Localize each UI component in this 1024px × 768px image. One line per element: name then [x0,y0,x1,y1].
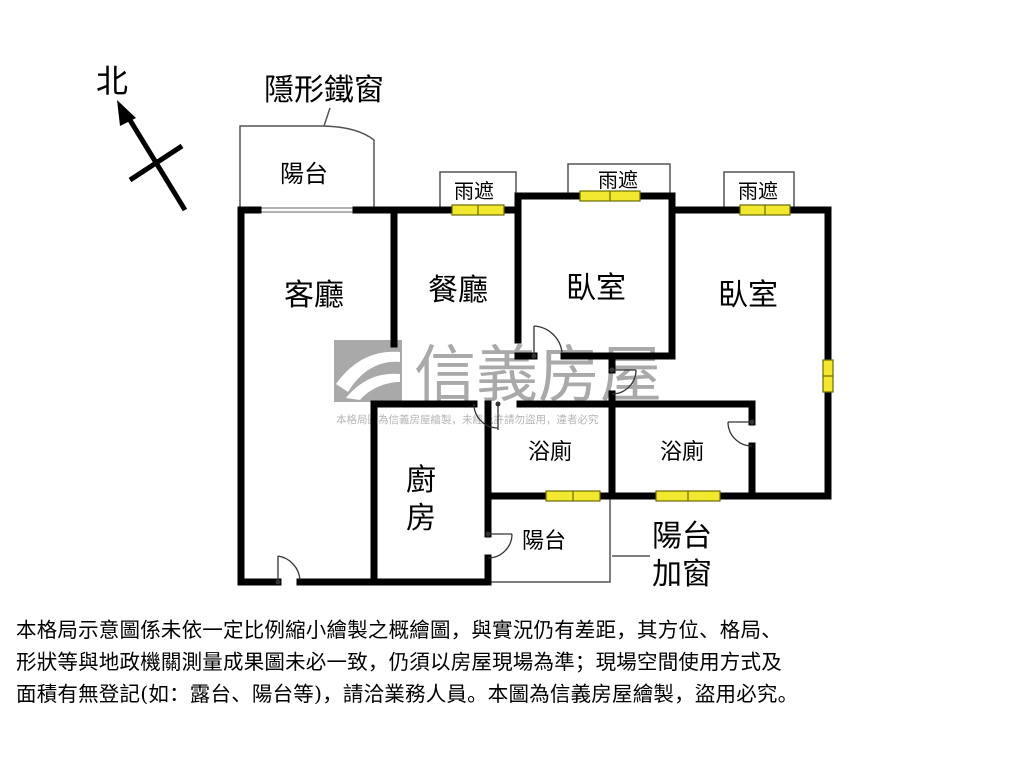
watermark-notice: 本格局圖為信義房屋繪製，未經允許請勿盜用，違者必究 [336,413,599,426]
label-awning-1: 雨遮 [454,179,494,203]
compass: 北 [96,62,188,212]
window-right-side [822,359,834,393]
label-balcony-bottom: 陽台 [522,529,566,554]
compass-north-label: 北 [96,62,128,100]
watermark: 信義房屋 本格局圖為信義房屋繪製，未經允許請勿盜用，違者必究 [334,338,662,426]
label-dining-room: 餐廳 [428,273,488,308]
label-living-room: 客廳 [284,278,344,313]
windows [451,190,834,502]
door-kitchen-balcony [487,533,513,559]
bottom-balcony-outline [488,495,611,583]
door-corridor [611,369,637,395]
label-bathroom-2: 浴廁 [660,440,704,465]
label-awning-2: 雨遮 [598,168,638,192]
door-entry [277,555,301,582]
disclaimer-line: 形狀等與地政機關測量成果圖未必一致，仍須以房屋現場為準；現場空間使用方式及 [16,650,782,674]
awning-box-2 [567,163,671,195]
disclaimer-line: 本格局示意圖係未依一定比例縮小繪製之概繪圖，與實況仍有差距，其方位、格局、 [16,618,782,642]
door-bedroom-1 [533,325,563,356]
brand-logo-icon [334,340,402,402]
window-bathroom-1 [545,490,601,502]
window-bathroom-2 [655,490,721,502]
label-kitchen-2: 房 [406,501,436,536]
window-bedroom-2 [739,204,791,216]
disclaimer: 本格局示意圖係未依一定比例縮小繪製之概繪圖，與實況仍有差距，其方位、格局、 形狀… [16,614,1012,710]
doors [277,325,753,582]
label-kitchen-1: 廚 [406,463,436,498]
label-awning-3: 雨遮 [738,179,778,203]
door-bathroom-2 [727,421,753,447]
label-bedroom-2: 臥室 [718,278,778,313]
door-bathroom-1 [473,403,499,430]
door-hinges [275,353,755,585]
label-balcony-window-1: 陽台 [652,519,712,554]
label-bedroom-1: 臥室 [566,271,626,306]
window-dining [451,204,505,216]
awning-box-3 [723,171,795,211]
watermark-brand: 信義房屋 [414,338,662,411]
disclaimer-line: 面積有無登記(如：露台、陽台等)，請洽業務人員。本圖為信義房屋繪製，盜用必究。 [16,682,799,706]
label-balcony-top: 陽台 [280,160,328,188]
label-balcony-window-2: 加窗 [652,557,712,592]
label-invisible-grille: 隱形鐵窗 [264,73,384,108]
label-bathroom-1: 浴廁 [528,440,572,465]
floor-plan: 北 信義房屋 本格局圖為信義房屋繪製，未經允許請勿盜用，違者必究 [96,62,834,592]
window-bedroom-1 [579,190,641,202]
